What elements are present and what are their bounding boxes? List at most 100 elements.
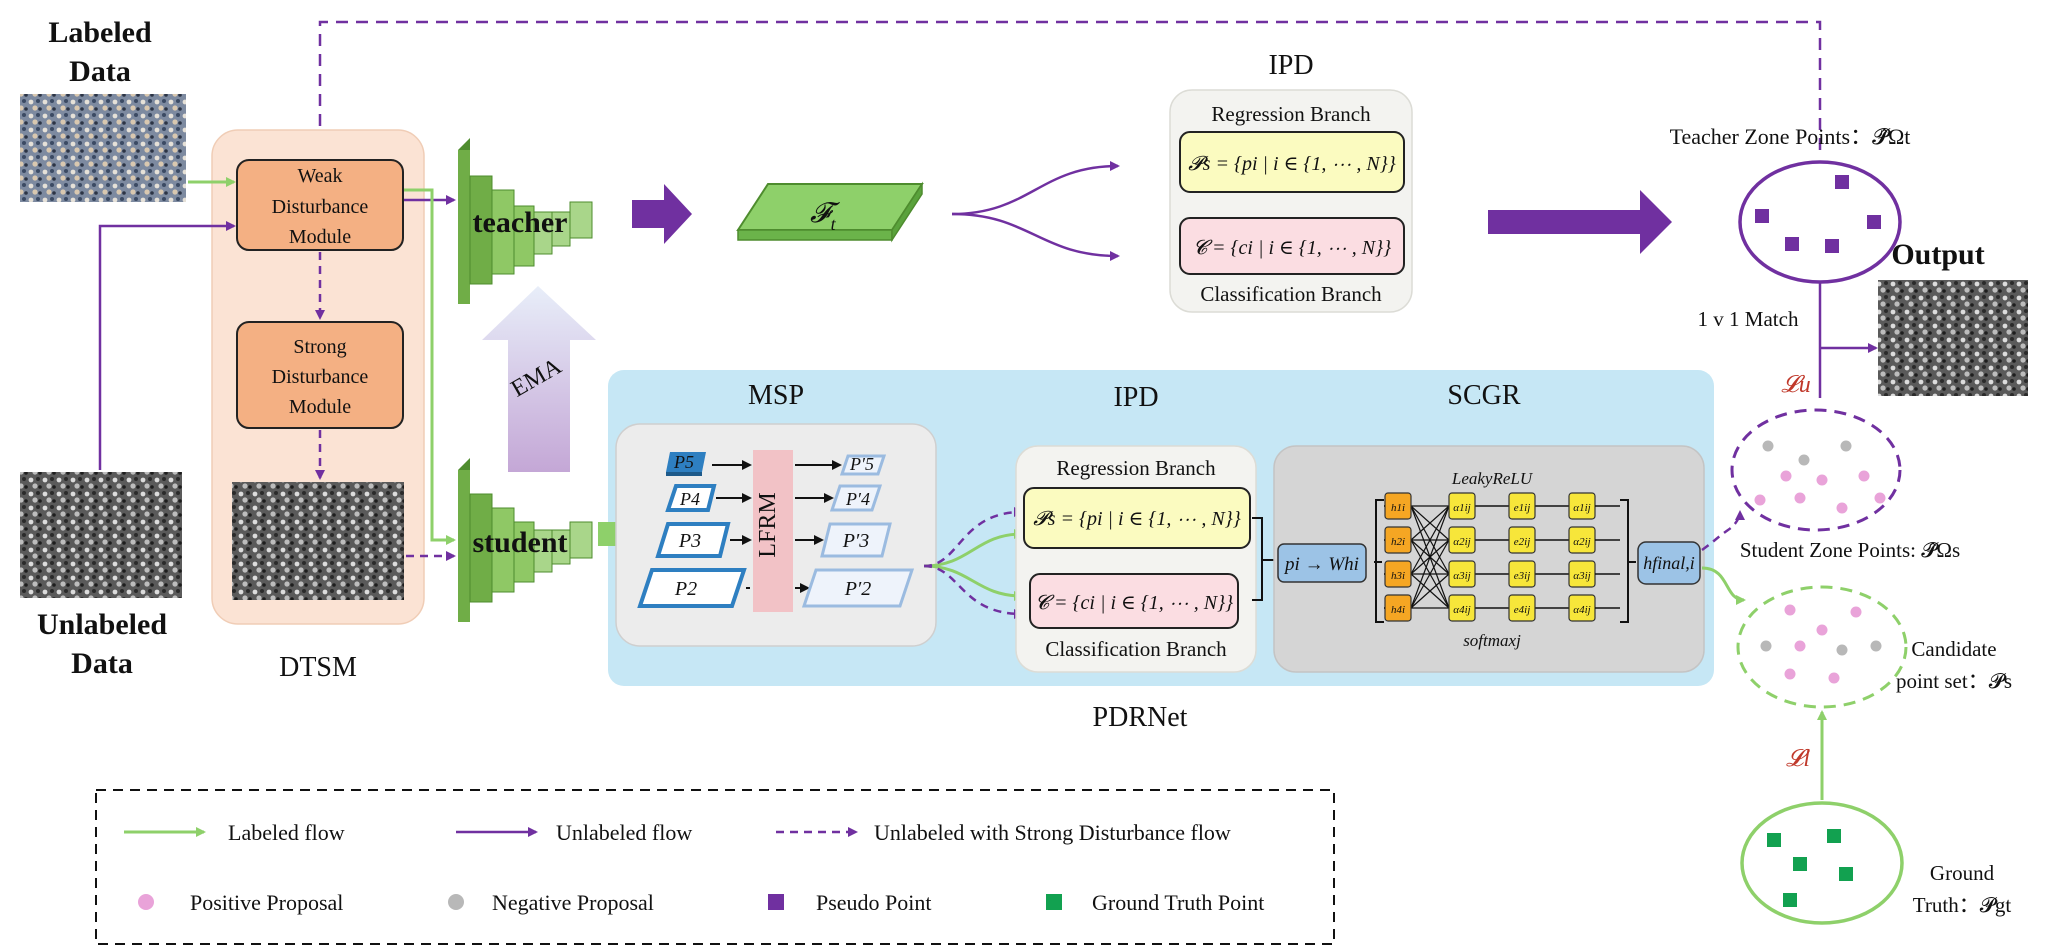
legend-gt-square <box>1046 894 1062 910</box>
legend-negative-dot <box>448 894 464 910</box>
gat-alpha-node <box>1448 560 1476 588</box>
ground-truth-ellipse <box>1740 801 1904 925</box>
weak-module-label-2: Disturbance <box>272 196 369 218</box>
gat-alpha-node <box>1448 526 1476 554</box>
weak-module-label-1: Weak <box>297 165 342 187</box>
ipd-mid-c-formula: 𝓒 = {ci | i ∈ {1, ⋯ , N}} <box>1035 592 1233 614</box>
legend-positive-dot <box>138 894 154 910</box>
ipd-top-regression-label: Regression Branch <box>1211 102 1371 126</box>
candidate-label-1: Candidate <box>1911 637 1996 661</box>
ipd-mid-regression-label: Regression Branch <box>1056 456 1216 480</box>
p5-prime-label: P′5 <box>849 454 874 474</box>
positive-proposal <box>1794 640 1806 652</box>
ground-truth-point <box>1793 857 1807 871</box>
projection-box <box>1277 543 1367 583</box>
ipd-mid-label: IPD <box>1113 382 1158 413</box>
legend-border <box>95 789 1335 945</box>
projection-label: pi → Whi <box>1283 554 1359 575</box>
labeled-data-image <box>20 94 186 202</box>
positive-proposal <box>1828 672 1840 684</box>
gat-alpha-node-label: α2ij <box>1453 536 1470 548</box>
dtsm-label: DTSM <box>279 652 357 683</box>
gat-e-node-label: e1ij <box>1514 502 1531 514</box>
ipd-top-panel: IPD Regression Branch 𝓟s = {pi | i ∈ {1,… <box>1169 50 1413 313</box>
pseudo-point <box>1867 215 1881 229</box>
dtsm-panel: Weak Disturbance Module Strong Disturban… <box>211 129 425 683</box>
ipd-top-c-formula: 𝓒 = {ci | i ∈ {1, ⋯ , N}} <box>1193 237 1391 259</box>
unlabeled-data-group: Unlabeled Data <box>20 472 182 680</box>
output-image <box>1878 280 2028 396</box>
teacher-feature-map: 𝓕t <box>736 181 924 243</box>
negative-proposal <box>1840 440 1852 452</box>
gat-e-node-label: e3ij <box>1514 570 1531 582</box>
gat-h-node-label: h2i <box>1391 536 1405 548</box>
ground-truth-point <box>1767 833 1781 847</box>
gat-alpha-out-node-label: α4ij <box>1573 604 1590 616</box>
student-zone-ellipse <box>1730 408 1902 532</box>
gat-e-node <box>1508 492 1536 520</box>
fork-to-classification-arrow <box>951 212 1120 261</box>
leaky-relu-label: LeakyReLU <box>1451 469 1534 488</box>
teacher-to-feature-arrow <box>632 184 692 244</box>
ipd-mid-classification-box <box>1029 573 1239 629</box>
ground-truth-points <box>1767 829 1853 907</box>
unlabeled-data-title: Unlabeled <box>37 608 167 641</box>
positive-proposal <box>1816 474 1828 486</box>
ipd-top-classification-label: Classification Branch <box>1200 282 1382 306</box>
positive-proposal <box>1784 668 1796 680</box>
pdrnet-label: PDRNet <box>1093 702 1188 733</box>
positive-proposal <box>1858 470 1870 482</box>
gat-alpha-node-label: α3ij <box>1453 570 1470 582</box>
labeled-data-group: Labeled Data <box>20 16 186 202</box>
legend-strong-flow: Unlabeled with Strong Disturbance flow <box>874 820 1231 845</box>
student-zone-label: Student Zone Points: 𝓟̂Ωs <box>1740 538 1960 562</box>
gt-label-2: Truth：𝓟gt <box>1913 893 2012 917</box>
candidate-label-2: point set：𝓟s <box>1896 669 2012 693</box>
gat-e-node-label: e4ij <box>1514 604 1531 616</box>
gat-e-node-label: e2ij <box>1514 536 1531 548</box>
fork-to-regression-arrow <box>951 161 1120 216</box>
gat-h-node-label: h3i <box>1391 570 1405 582</box>
p2-label: P2 <box>674 578 697 600</box>
lfrm-block <box>753 450 793 612</box>
scgr-label: SCGR <box>1447 380 1520 411</box>
legend-pseudo-square <box>768 894 784 910</box>
student-network: student <box>458 458 593 622</box>
pseudo-point <box>1785 237 1799 251</box>
strong-module-label-1: Strong <box>293 336 346 358</box>
teacher-label: teacher <box>473 206 568 239</box>
gat-h-node-label: h1i <box>1391 502 1405 514</box>
ipd-top-ps-formula: 𝓟s = {pi | i ∈ {1, ⋯ , N}} <box>1188 153 1395 175</box>
strong-augmented-image <box>232 482 404 600</box>
legend-negative: Negative Proposal <box>492 890 654 915</box>
negative-proposal <box>1798 454 1810 466</box>
positive-proposal <box>1850 606 1862 618</box>
positive-proposal <box>1754 494 1766 506</box>
negative-proposal <box>1870 640 1882 652</box>
msp-module: P5 P4 P3 P2 LFRM P′5 P′4 P′3 P′2 <box>615 423 937 647</box>
softmax-label: softmaxj <box>1463 631 1521 650</box>
hfinal-label: hfinal,i <box>1643 553 1695 573</box>
teacher-zone-label: Teacher Zone Points：𝓟̂Ωt <box>1670 124 1911 149</box>
student-label: student <box>472 526 567 559</box>
p3-label: P3 <box>678 530 701 552</box>
p2-prime-label: P′2 <box>844 578 872 600</box>
legend-pseudo: Pseudo Point <box>816 890 932 915</box>
gat-h-node-label: h4i <box>1391 604 1405 616</box>
positive-proposal <box>1780 470 1792 482</box>
gat-e-node <box>1508 526 1536 554</box>
gat-alpha-node <box>1448 492 1476 520</box>
ipd-mid-classification-label: Classification Branch <box>1045 637 1227 661</box>
positive-proposal <box>1784 604 1796 616</box>
unlabeled-data-title-2: Data <box>71 647 133 680</box>
match-label: 1 v 1 Match <box>1698 307 1799 331</box>
hfinal-box <box>1637 541 1701 585</box>
gat-alpha-out-node-label: α3ij <box>1573 570 1590 582</box>
unlabeled-data-image <box>20 472 182 598</box>
gat-alpha-node-label: α1ij <box>1453 502 1470 514</box>
legend-gt: Ground Truth Point <box>1092 890 1264 915</box>
pseudo-point <box>1825 239 1839 253</box>
ipd-mid-regression-box <box>1023 487 1251 549</box>
ipd-mid-ps-formula: 𝓟s = {pi | i ∈ {1, ⋯ , N}} <box>1033 508 1240 530</box>
